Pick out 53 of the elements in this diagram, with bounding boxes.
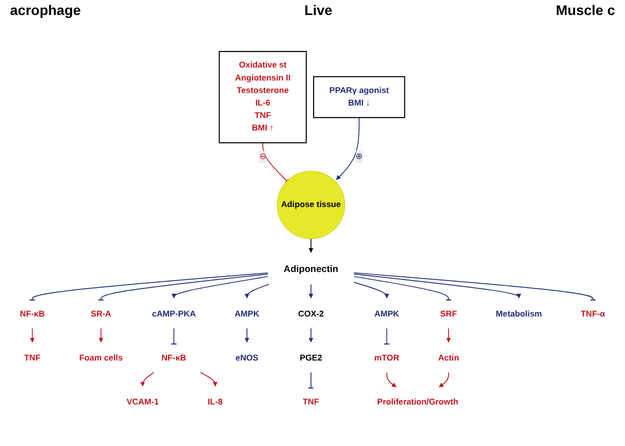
arrow bbox=[172, 276, 268, 298]
node-text: Proliferation/Growth bbox=[377, 398, 458, 407]
arrow bbox=[30, 328, 35, 342]
arrow bbox=[308, 238, 314, 253]
connector bbox=[354, 272, 596, 301]
region-label: Muscle c bbox=[556, 2, 615, 20]
node-text: TNF-α bbox=[580, 309, 606, 318]
arrow bbox=[386, 372, 396, 388]
connector bbox=[383, 328, 390, 345]
node-text: NF-κB bbox=[161, 354, 186, 362]
node-text: cAMP-PKA bbox=[152, 309, 196, 318]
arrow bbox=[244, 284, 270, 298]
node-text: VCAM-1 bbox=[126, 398, 159, 407]
arrow bbox=[140, 372, 154, 387]
arrow bbox=[446, 328, 451, 342]
connector bbox=[29, 272, 268, 301]
node-text: Adiponectin bbox=[284, 264, 338, 274]
node-text: AMPK bbox=[374, 309, 400, 318]
arrow bbox=[438, 372, 449, 388]
node-text: eNOS bbox=[236, 354, 258, 362]
node-text: TNF bbox=[302, 398, 320, 407]
node-circle: Adipose tissue bbox=[276, 170, 346, 239]
node-text: Metabolism bbox=[496, 309, 542, 318]
node-text: SRF bbox=[440, 309, 457, 318]
arrow bbox=[336, 117, 360, 180]
arrow bbox=[354, 274, 522, 298]
node-text: NF-κB bbox=[20, 309, 45, 318]
region-label: Live bbox=[304, 2, 332, 20]
region-label: acrophage bbox=[10, 2, 81, 20]
arrow bbox=[354, 282, 390, 298]
node-box: Oxidative st Angiotensin II Testosterone IL-6 TNF BMI ↑ bbox=[218, 50, 307, 144]
node-box: PPARγ agonist BMI ↓ bbox=[313, 76, 406, 118]
node-text: AMPK bbox=[234, 309, 260, 318]
arrow bbox=[308, 284, 314, 298]
connector bbox=[170, 328, 178, 345]
arrow bbox=[308, 328, 314, 342]
edge-label: ⊕ bbox=[356, 152, 363, 162]
node-text: SR-A bbox=[90, 309, 112, 318]
node-text: mTOR bbox=[374, 354, 400, 362]
node-text: IL-8 bbox=[208, 398, 223, 407]
connector bbox=[308, 372, 314, 389]
node-text: PGE2 bbox=[300, 354, 322, 362]
connector bbox=[354, 276, 452, 301]
node-text: Foam cells bbox=[79, 354, 123, 362]
connector bbox=[98, 274, 268, 301]
edge-label: ⊖ bbox=[259, 152, 266, 162]
connector bbox=[262, 142, 290, 184]
node-text: TNF bbox=[24, 354, 40, 362]
node-text: COX-2 bbox=[298, 309, 324, 318]
arrow bbox=[200, 372, 218, 387]
arrow bbox=[98, 328, 104, 342]
arrow bbox=[244, 328, 250, 342]
node-text: Actin bbox=[438, 354, 460, 362]
